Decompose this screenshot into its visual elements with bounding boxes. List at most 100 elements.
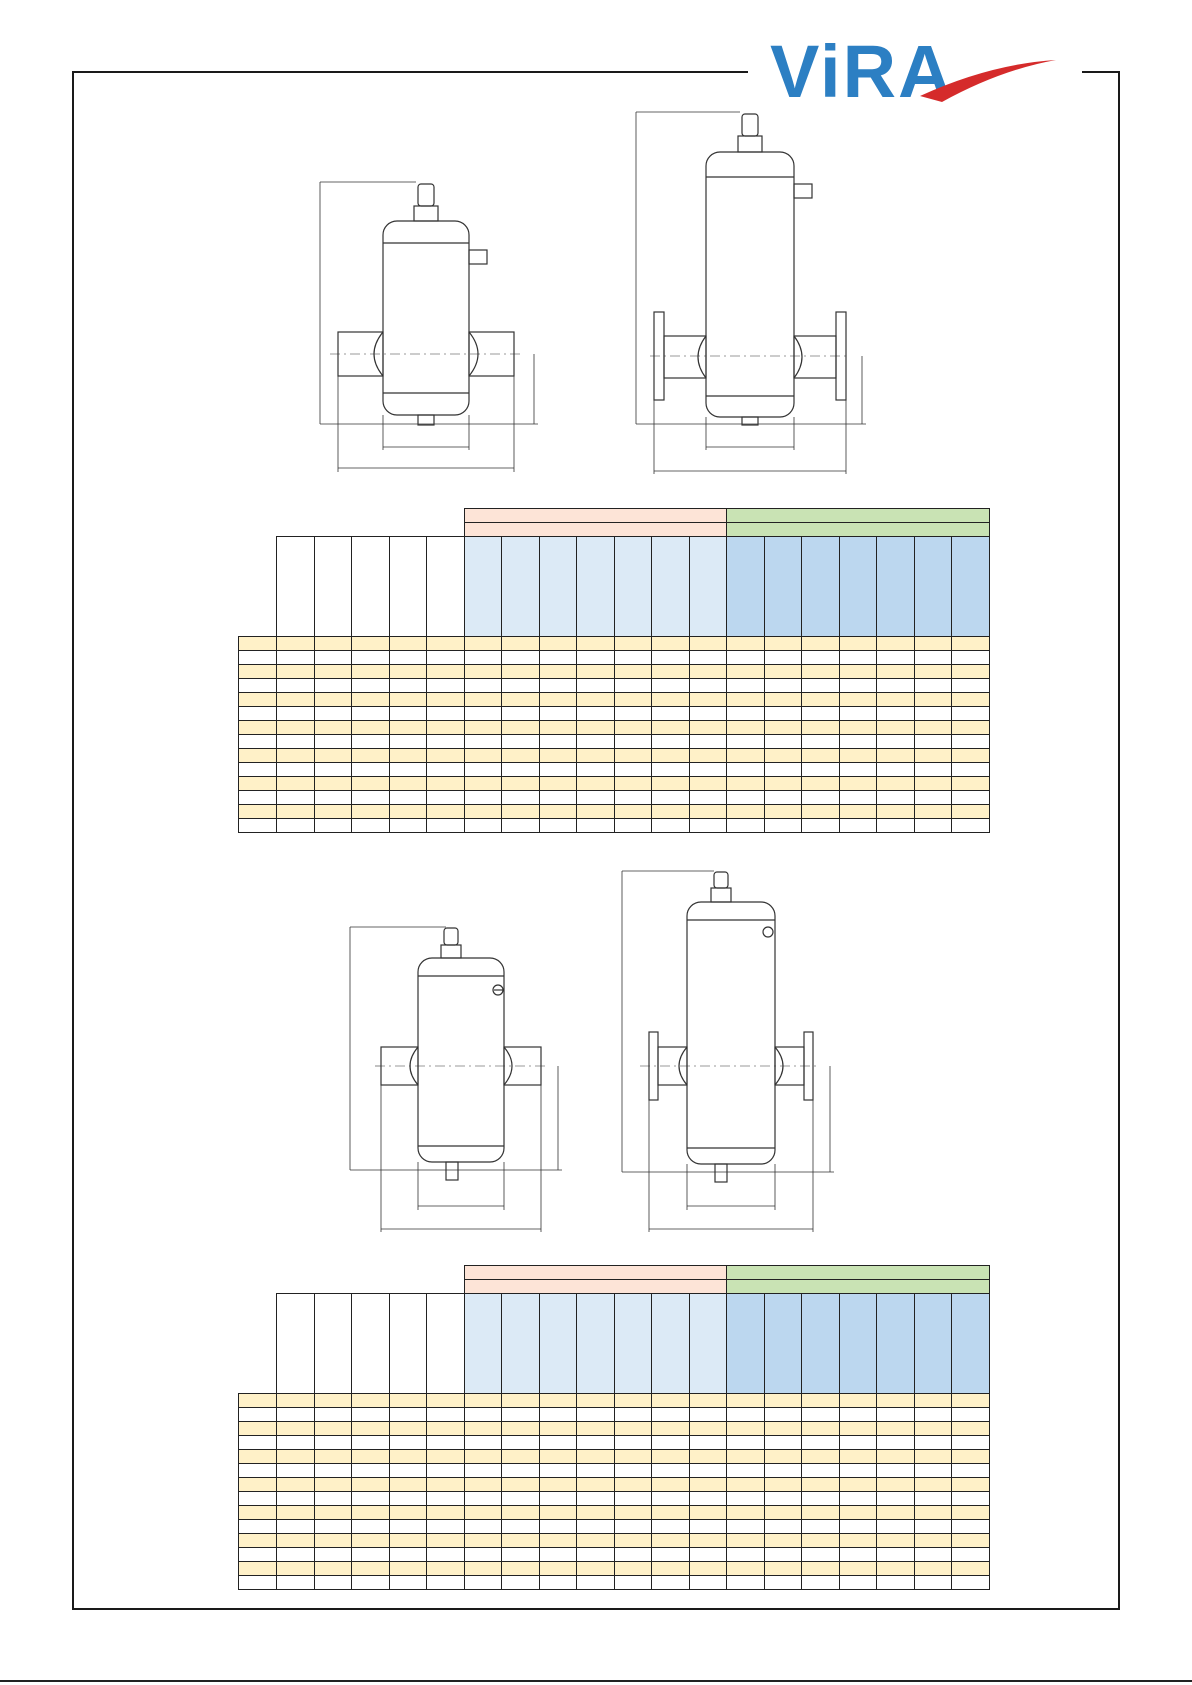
column-header (538, 1293, 578, 1394)
table-cell (763, 1533, 803, 1548)
table-cell (726, 790, 765, 805)
column-header (951, 1293, 990, 1394)
table-cell (351, 1519, 390, 1534)
table-cell (876, 818, 915, 833)
table-cell (838, 692, 878, 707)
table-cell (238, 678, 277, 693)
table-row (238, 1407, 990, 1422)
table-cell (613, 790, 653, 805)
table-cell (651, 748, 690, 763)
table-cell (613, 650, 653, 665)
table-cell (313, 1421, 352, 1436)
table-cell (238, 1575, 277, 1590)
table-cell (876, 1505, 915, 1520)
table-cell (576, 1561, 615, 1576)
table-cell (426, 1533, 465, 1548)
table-cell (876, 692, 915, 707)
table-cell (838, 1547, 878, 1562)
table-cell (576, 1505, 615, 1520)
table-cell (876, 1463, 915, 1478)
column-header (876, 536, 915, 637)
column-header (276, 536, 315, 637)
table-cell (576, 1519, 615, 1534)
table-cell (463, 1407, 503, 1422)
table-cell (613, 1519, 653, 1534)
table-cell (801, 1561, 840, 1576)
table-cell (351, 650, 390, 665)
table-cell (576, 1533, 615, 1548)
table-cell (951, 1393, 990, 1408)
table-cell (613, 1477, 653, 1492)
table-cell (276, 1435, 315, 1450)
table-cell (388, 1435, 427, 1450)
table-cell (426, 1561, 465, 1576)
table-cell (238, 748, 277, 763)
table-cell (576, 664, 615, 679)
table-cell (388, 748, 427, 763)
table-cell (238, 1505, 277, 1520)
table-cell (726, 1477, 765, 1492)
table-cell (501, 748, 540, 763)
table-cell (313, 706, 352, 721)
column-header (913, 536, 953, 637)
table-cell (651, 1393, 690, 1408)
table-cell (501, 1519, 540, 1534)
table-cell (276, 650, 315, 665)
table-cell (876, 1435, 915, 1450)
table-cell (238, 1477, 277, 1492)
column-header (651, 1293, 690, 1394)
column-header (426, 536, 465, 637)
table-cell (313, 762, 352, 777)
table-cell (688, 720, 728, 735)
column-header (613, 1293, 653, 1394)
table-cell (313, 720, 352, 735)
table-cell (238, 1393, 277, 1408)
table-cell (463, 1575, 503, 1590)
table-cell (838, 818, 878, 833)
table-cell (763, 650, 803, 665)
table-cell (876, 1421, 915, 1436)
table-cell (651, 1435, 690, 1450)
separator-drawing-flanged-bottom (621, 870, 834, 1232)
table-cell (388, 790, 427, 805)
table-row (238, 706, 990, 721)
table-cell (313, 1393, 352, 1408)
table-cell (501, 790, 540, 805)
table-cell (613, 706, 653, 721)
table-cell (801, 1533, 840, 1548)
table-cell (351, 1561, 390, 1576)
table-cell (651, 1463, 690, 1478)
table-cell (613, 1435, 653, 1450)
table-cell (763, 1421, 803, 1436)
table-row (238, 1449, 990, 1464)
table-cell (276, 804, 315, 819)
group-a-header (463, 1265, 728, 1280)
table-cell (838, 734, 878, 749)
table-cell (763, 1393, 803, 1408)
table-cell (688, 1435, 728, 1450)
table-cell (726, 1561, 765, 1576)
table-cell (388, 636, 427, 651)
table-cell (501, 1505, 540, 1520)
table-cell (388, 1575, 427, 1590)
table-cell (726, 678, 765, 693)
table-cell (876, 650, 915, 665)
table-cell (426, 692, 465, 707)
table-cell (876, 1393, 915, 1408)
page-frame (72, 71, 1120, 1610)
table-cell (388, 1533, 427, 1548)
table-cell (913, 706, 953, 721)
table-cell (276, 762, 315, 777)
table-cell (238, 706, 277, 721)
table-cell (613, 1505, 653, 1520)
table-cell (388, 776, 427, 791)
table-cell (538, 1463, 578, 1478)
table-cell (351, 734, 390, 749)
table-row (238, 1547, 990, 1562)
table-cell (688, 1561, 728, 1576)
table-cell (688, 1533, 728, 1548)
table-cell (538, 1421, 578, 1436)
table-cell (388, 1547, 427, 1562)
table-cell (463, 734, 503, 749)
table-cell (313, 818, 352, 833)
